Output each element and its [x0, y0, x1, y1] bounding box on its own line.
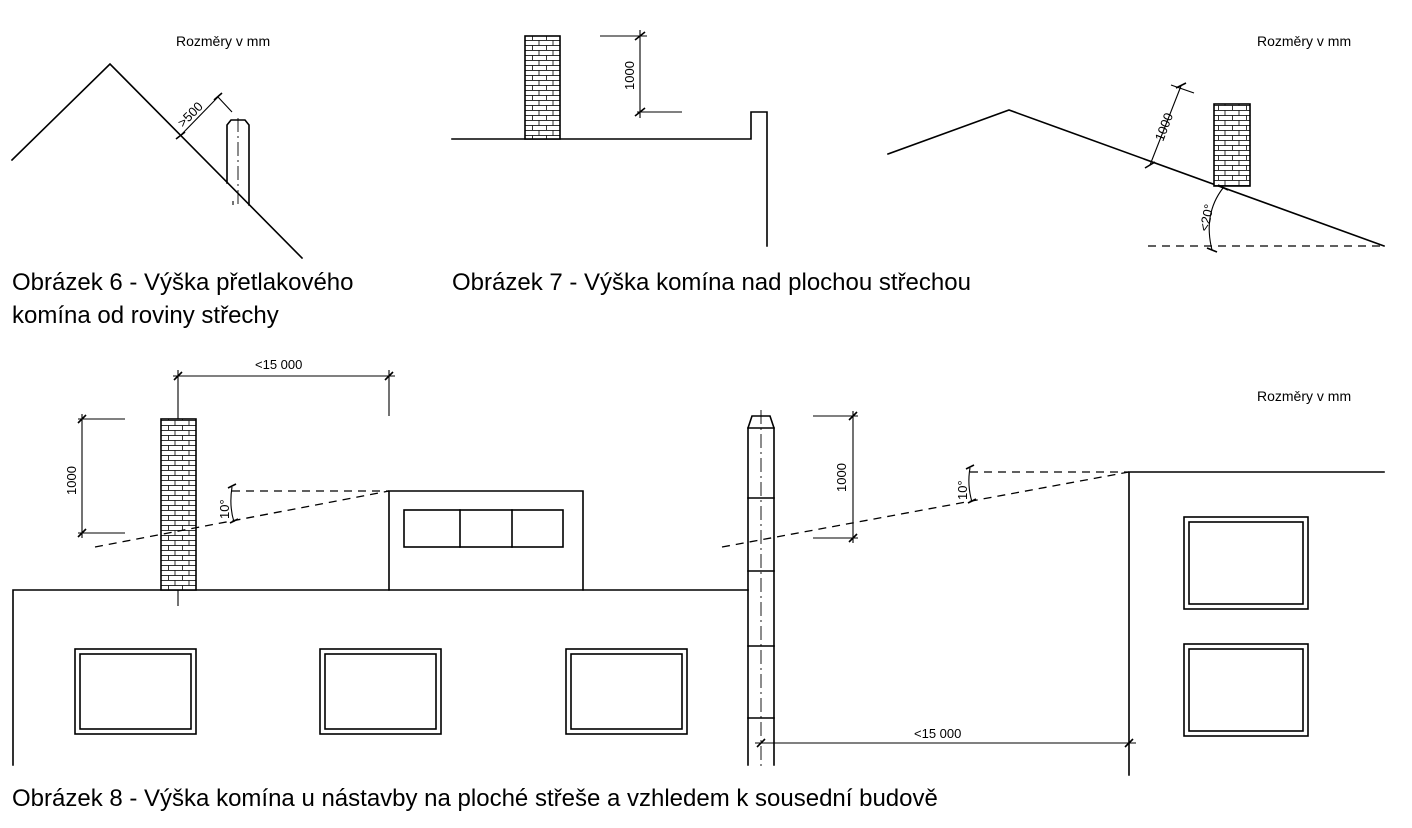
rooftop-superstructure — [388, 490, 584, 591]
neighbour-window-1 — [1183, 516, 1309, 610]
angle-arc-right-fig8 — [965, 464, 977, 504]
units-label-fig7b: Rozměry v mm — [1257, 33, 1351, 49]
caption-fig6-line1: Obrázek 6 - Výška přetlakového — [12, 269, 354, 296]
figure-6: Rozměry v mm >500 Obrázek 6 - Výška přet… — [10, 33, 354, 329]
caption-fig7: Obrázek 7 - Výška komína nad plochou stř… — [452, 269, 971, 296]
dimension-left-height-fig8 — [77, 414, 125, 538]
brick-chimney-fig7b — [1213, 103, 1251, 187]
units-label-fig6: Rozměry v mm — [176, 33, 270, 49]
distance-label-bottom-fig8: <15 000 — [914, 726, 961, 741]
dimension-line-fig6 — [175, 92, 233, 140]
pressure-chimney-fig6 — [226, 118, 250, 206]
brick-chimney-fig8 — [160, 418, 197, 591]
slope-line-right-fig8 — [721, 471, 1130, 548]
dimension-fig7: 1000 — [622, 61, 637, 90]
dimension-line-fig7b — [1144, 82, 1195, 169]
figure-7: 1000 Obrázek 7 - Výška komína nad plocho… — [451, 30, 971, 296]
caption-fig6-line2: komína od roviny střechy — [12, 302, 279, 329]
neighbour-window-2 — [1183, 643, 1309, 737]
neighbouring-building-outline — [1128, 471, 1385, 776]
caption-fig8: Obrázek 8 - Výška komína u nástavby na p… — [12, 785, 938, 812]
dimension-line-fig7 — [600, 30, 682, 118]
angle-label-right-fig8: 10° — [955, 480, 970, 500]
distance-label-top-fig8: <15 000 — [255, 357, 302, 372]
dimension-fig7b: 1000 — [1152, 111, 1176, 143]
angle-arc-left-fig8 — [227, 483, 239, 524]
figure-8: Rozměry v mm <15 000 — [12, 357, 1385, 812]
angle-label-left-fig8: 10° — [217, 499, 232, 519]
main-building-outline — [12, 589, 749, 766]
pitched-roof-fig7b — [886, 109, 1386, 248]
window-3 — [565, 648, 688, 735]
height-label-right-fig8: 1000 — [834, 463, 849, 492]
flat-roof-with-parapet — [451, 111, 768, 247]
dimension-bottom-fig8 — [755, 738, 1136, 748]
slope-line-left-fig8 — [94, 490, 390, 548]
window-2 — [319, 648, 442, 735]
brick-chimney-fig7 — [524, 35, 561, 140]
angle-arc-fig7b — [1206, 184, 1229, 253]
figure-7-pitched: Rozměry v mm 1000 <20° — [886, 33, 1386, 253]
pitched-roof-fig6 — [10, 62, 304, 260]
dimension-top-fig8 — [173, 370, 395, 419]
angle-label-fig7b: <20° — [1196, 203, 1216, 233]
dimension-right-height-fig8 — [813, 411, 858, 543]
steel-chimney-fig8 — [747, 410, 775, 768]
units-label-fig8: Rozměry v mm — [1257, 388, 1351, 404]
height-label-left-fig8: 1000 — [64, 466, 79, 495]
window-1 — [74, 648, 197, 735]
